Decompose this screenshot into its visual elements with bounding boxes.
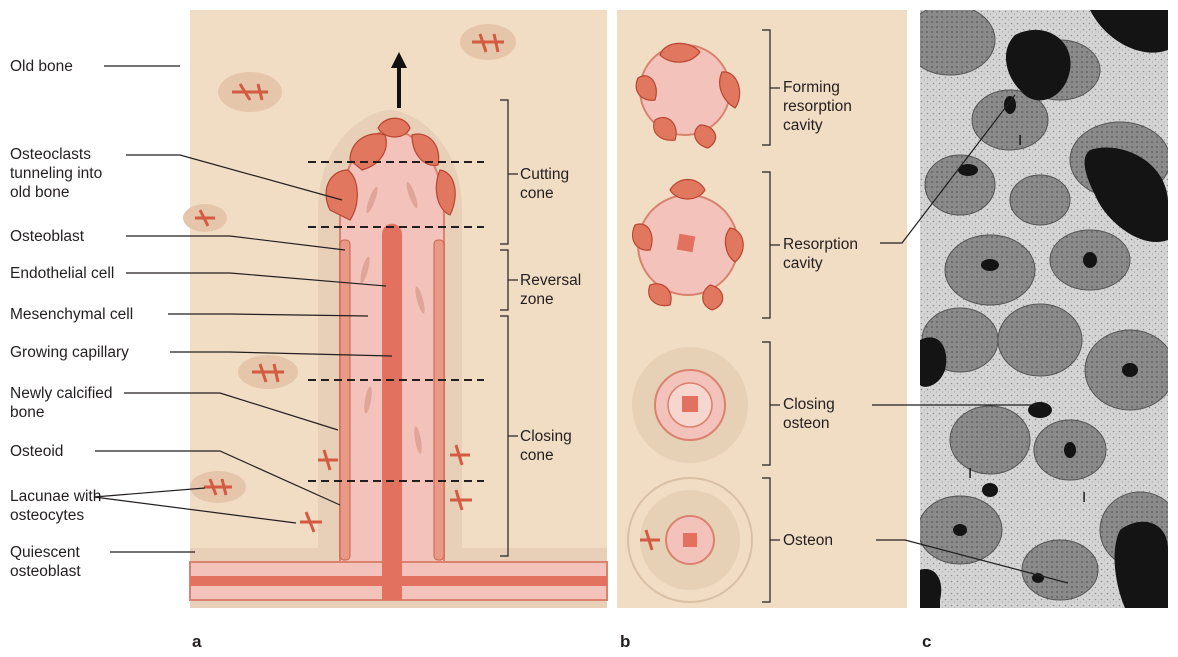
label-osteoblast: Osteoblast — [10, 227, 84, 246]
closing-osteon-shape — [632, 347, 748, 463]
label-endothelial-cell: Endothelial cell — [10, 264, 114, 283]
label-forming-resorption-cavity: Forming resorption cavity — [783, 78, 852, 135]
label-old-bone: Old bone — [10, 57, 73, 76]
label-resorption-cavity: Resorption cavity — [783, 235, 858, 273]
brackets-b — [762, 30, 780, 602]
resorption-cavity — [633, 180, 744, 311]
label-newly-calcified-bone: Newly calcified bone — [10, 384, 113, 422]
label-quiescent-osteoblast: Quiescent osteoblast — [10, 543, 81, 581]
label-cutting-cone: Cutting cone — [520, 165, 569, 203]
label-osteon: Osteon — [783, 531, 833, 550]
lamella-marker-1: I — [1018, 132, 1022, 149]
label-osteoid: Osteoid — [10, 442, 63, 461]
label-osteoclasts: Osteoclasts tunneling into old bone — [10, 145, 102, 202]
osteon-shape — [628, 478, 752, 602]
panel-letter-b: b — [620, 632, 630, 652]
lamella-marker-3: I — [1082, 489, 1086, 506]
label-lacunae: Lacunae with osteocytes — [10, 487, 101, 525]
label-closing-cone: Closing cone — [520, 427, 572, 465]
label-reversal-zone: Reversal zone — [520, 271, 581, 309]
panel-letter-a: a — [192, 632, 201, 652]
panel-letter-c: c — [922, 632, 931, 652]
label-mesenchymal-cell: Mesenchymal cell — [10, 305, 133, 324]
label-closing-osteon: Closing osteon — [783, 395, 835, 433]
label-growing-capillary: Growing capillary — [10, 343, 129, 362]
forming-resorption-cavity — [636, 43, 739, 148]
lamella-marker-2: I — [968, 465, 972, 482]
leader-lines-c — [872, 95, 1068, 583]
lamella-markers: I I I — [968, 132, 1086, 506]
